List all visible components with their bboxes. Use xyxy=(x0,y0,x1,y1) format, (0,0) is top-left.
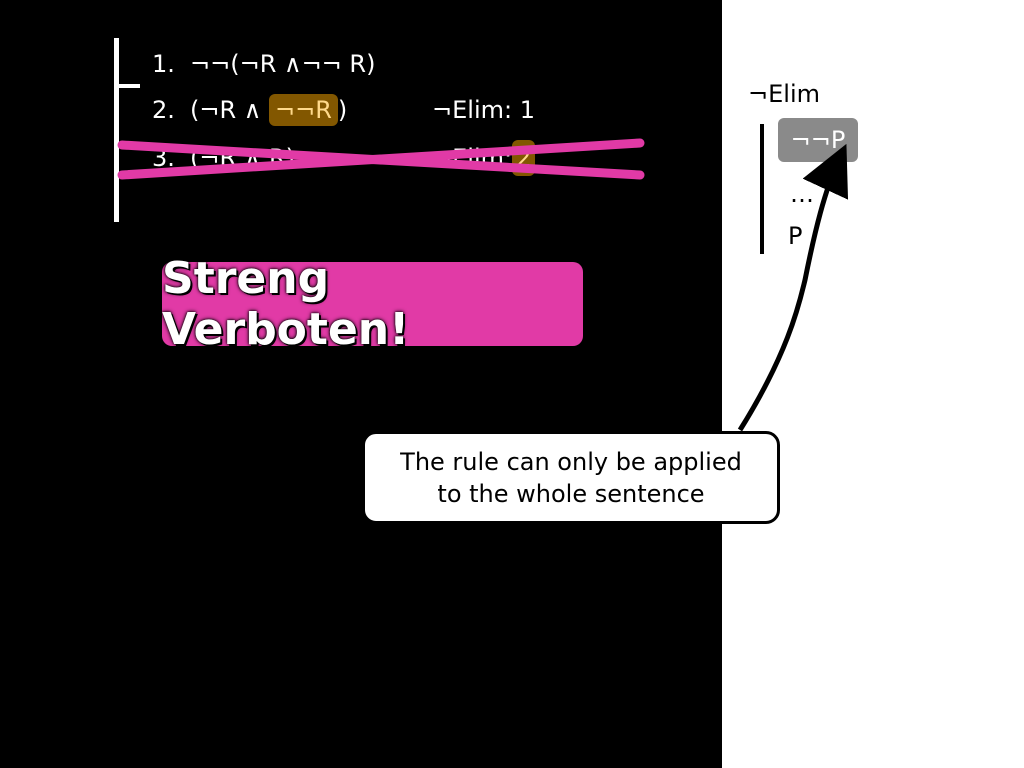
formula-line-1: ¬¬(¬R ∧¬¬ R) xyxy=(190,50,376,78)
formula-part: ) xyxy=(337,96,348,124)
line-number-1: 1. xyxy=(152,50,175,78)
callout-bubble: The rule can only be applied to the whol… xyxy=(362,431,780,524)
formula-line-3: (¬R ∧ R) xyxy=(190,144,296,172)
banner-text: Streng Verboten! xyxy=(162,253,410,355)
rule-ref: 1 xyxy=(519,96,535,124)
callout-line-2: to the whole sentence xyxy=(437,479,705,508)
fitch-bar xyxy=(114,38,119,222)
rule-name: ¬Elim: xyxy=(432,96,513,124)
justification-line-2: ¬Elim: 1 xyxy=(432,96,535,124)
fitch-premise-line xyxy=(114,84,140,88)
rule-name: ¬Elim: xyxy=(432,144,513,172)
slide-left-panel xyxy=(0,0,722,768)
formula-line-2: (¬R ∧ ¬¬R) xyxy=(190,94,348,126)
highlighted-subformula: ¬¬R xyxy=(268,94,338,126)
line-number-3: 3. xyxy=(152,144,175,172)
streng-verboten-banner: Streng Verboten! xyxy=(162,253,583,355)
highlighted-rule-ref: 2 xyxy=(512,140,536,176)
line-number-2: 2. xyxy=(152,96,175,124)
formula-part: (¬R ∧ xyxy=(190,96,269,124)
slide-right-panel xyxy=(722,0,1024,768)
callout-line-1: The rule can only be applied xyxy=(400,447,742,476)
rule-conclusion: P xyxy=(788,222,803,250)
rule-bar xyxy=(760,124,764,254)
rule-premise: ¬¬P xyxy=(778,118,858,162)
rule-title: ¬Elim xyxy=(748,80,820,108)
rule-ellipsis: … xyxy=(790,180,814,208)
justification-line-3: ¬Elim:2 xyxy=(432,140,536,176)
